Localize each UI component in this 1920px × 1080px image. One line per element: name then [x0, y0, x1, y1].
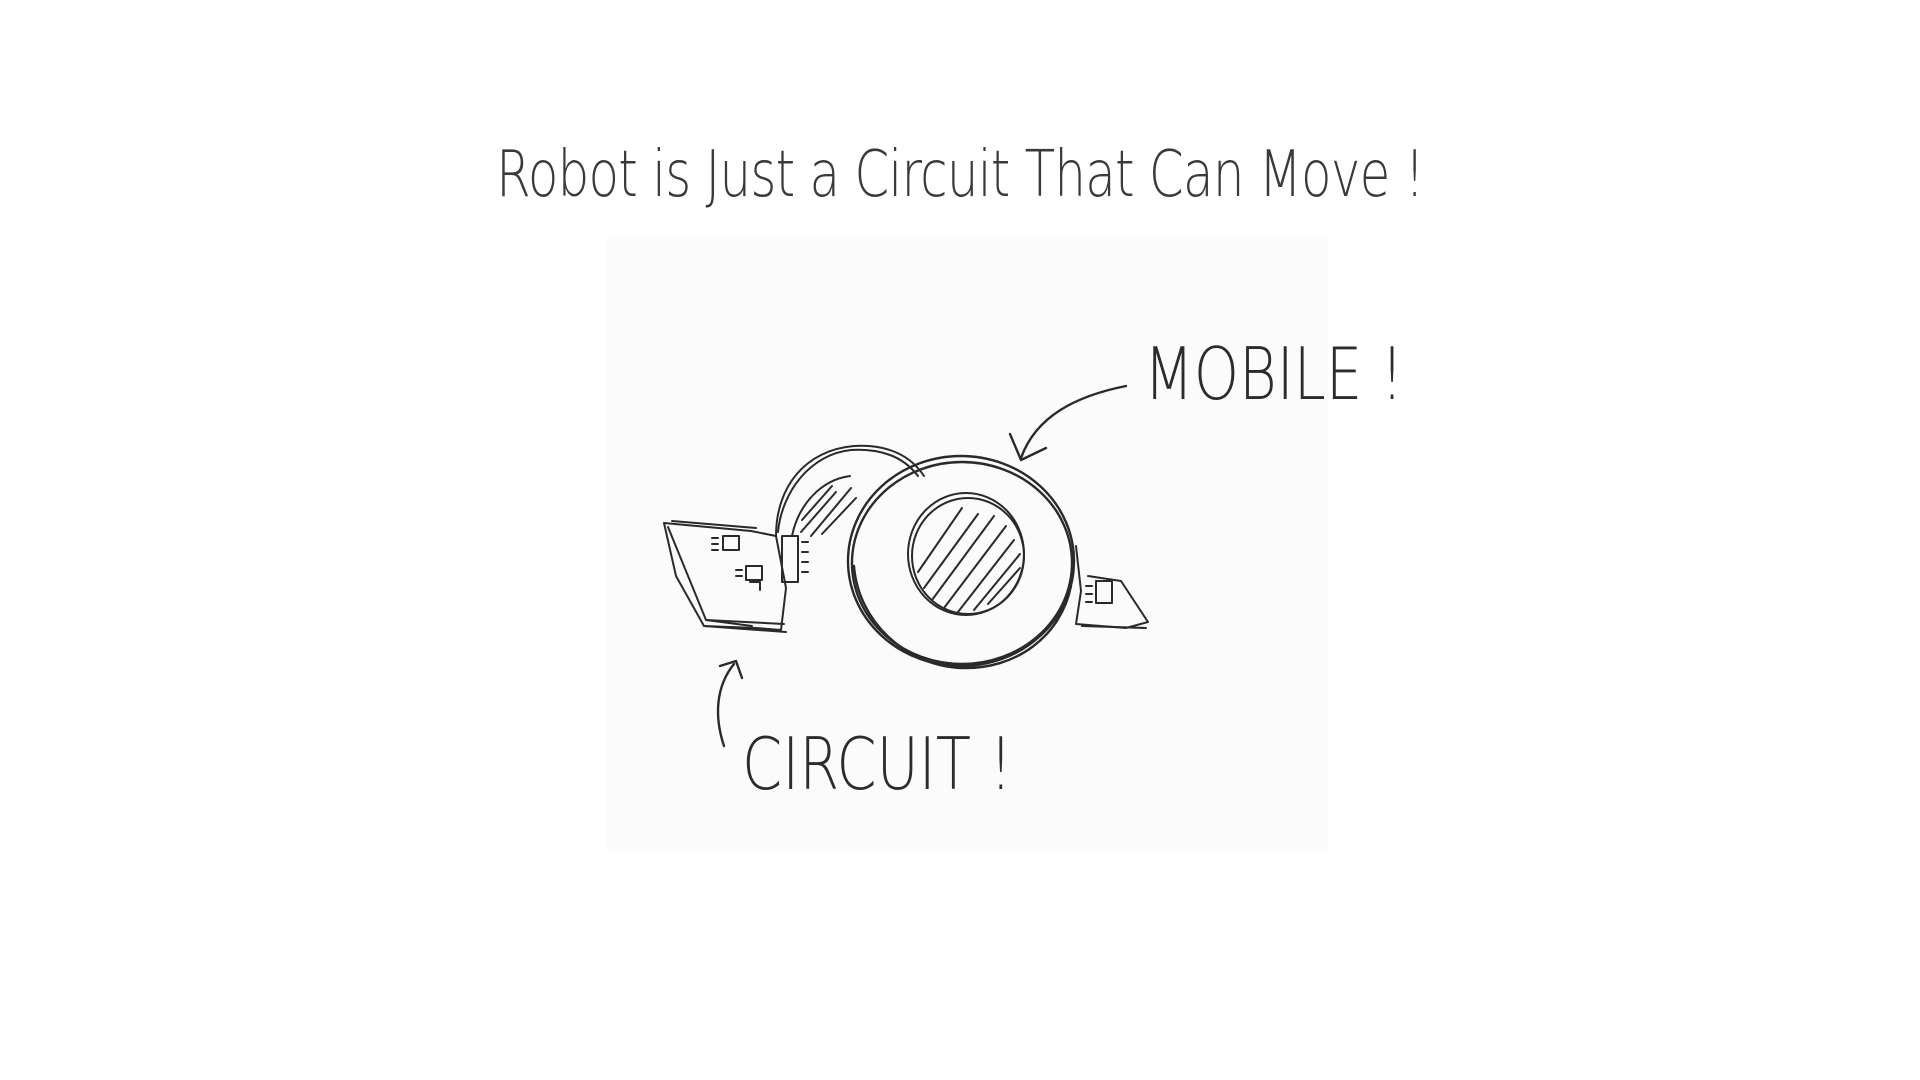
mobile-arrow [1008, 384, 1128, 462]
circuit-board-right [1075, 545, 1149, 629]
circuit-arrow [716, 659, 744, 748]
wheel-hub [907, 492, 1025, 616]
slide-title: Robot is Just a Circuit That Can Move ! [496, 138, 1424, 212]
front-wheel [846, 454, 1076, 670]
robot-sketch-illustration [663, 384, 1149, 748]
rear-wheel [775, 444, 925, 537]
circuit-board-left [663, 520, 809, 633]
mobile-label: MOBILE ! [1144, 332, 1404, 416]
sketch-background [606, 236, 1328, 852]
circuit-label: CIRCUIT ! [742, 722, 1013, 806]
chip-component [722, 535, 740, 551]
